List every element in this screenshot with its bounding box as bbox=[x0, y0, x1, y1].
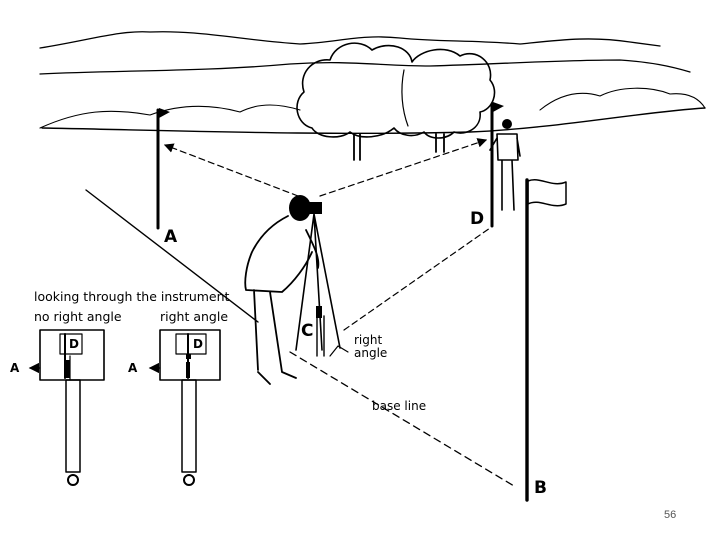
label-base-line: base line bbox=[372, 399, 426, 413]
pole-a-icon bbox=[156, 108, 170, 230]
field-edge-line bbox=[85, 189, 259, 323]
background-hills bbox=[39, 31, 706, 129]
pole-b-icon bbox=[525, 178, 567, 502]
instrument-view-inset: looking through the instrument no right … bbox=[10, 289, 230, 486]
label-right-angle-line2: angle bbox=[354, 346, 387, 360]
inset-heading: looking through the instrument bbox=[34, 289, 230, 304]
horizon-line bbox=[41, 107, 706, 135]
right-target-label: D bbox=[193, 337, 203, 351]
label-d: D bbox=[470, 209, 484, 229]
left-arrow-label: A bbox=[10, 361, 20, 375]
page-number: 56 bbox=[664, 509, 676, 521]
tree-cluster-icon bbox=[296, 42, 496, 161]
right-arrow-label: A bbox=[128, 361, 138, 375]
surveyor-person-icon bbox=[244, 195, 320, 385]
instrument-view-right: D A bbox=[128, 329, 221, 486]
line-c-to-d bbox=[343, 227, 491, 331]
assistant-person-icon bbox=[489, 119, 521, 211]
sight-line-to-a bbox=[163, 143, 299, 197]
instrument-view-left: D A bbox=[10, 329, 105, 486]
label-b: B bbox=[534, 478, 547, 498]
tripod-instrument-icon bbox=[295, 202, 341, 357]
left-target-label: D bbox=[69, 337, 79, 351]
sight-line-to-d bbox=[319, 138, 488, 197]
label-right-angle-line1: right bbox=[354, 333, 382, 347]
label-c: C bbox=[301, 321, 313, 341]
inset-caption-no-right-angle: no right angle bbox=[34, 309, 122, 324]
right-angle-marker bbox=[329, 345, 349, 357]
base-line bbox=[289, 351, 515, 487]
pole-d-icon bbox=[490, 102, 504, 228]
inset-caption-right-angle: right angle bbox=[160, 309, 228, 324]
label-a: A bbox=[164, 227, 178, 247]
